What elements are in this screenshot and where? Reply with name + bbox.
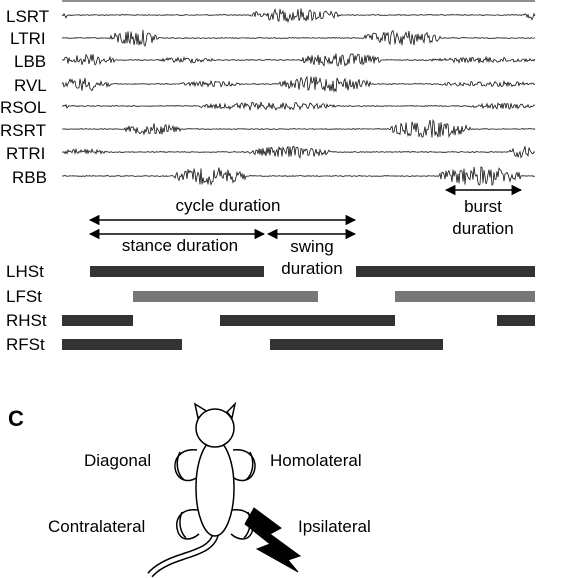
cat-paw-front-left xyxy=(176,451,185,481)
emg-label-rsol: RSOL xyxy=(0,98,46,117)
stance-duration-label: stance duration xyxy=(122,236,238,255)
cat-body xyxy=(195,439,235,537)
cat-paw-hind-left xyxy=(179,511,187,539)
label-diagonal: Diagonal xyxy=(84,451,151,470)
rfst-stance-bar-2 xyxy=(270,339,443,350)
footfall-label-rhst: RHSt xyxy=(6,311,47,330)
emg-trace-lsrt xyxy=(61,7,536,24)
label-homolateral: Homolateral xyxy=(270,451,362,470)
emg-trace-rtri xyxy=(61,145,536,159)
cat-leg-front-left xyxy=(174,449,198,482)
rfst-stance-bar-1 xyxy=(62,339,182,350)
footfall-bars xyxy=(62,266,535,350)
emg-trace-rbb xyxy=(61,166,536,186)
cat-leg-hind-right xyxy=(230,509,254,540)
footfall-labels: LHSt LFSt RHSt RFSt xyxy=(6,262,47,354)
emg-traces xyxy=(61,7,536,186)
emg-label-rvl: RVL xyxy=(14,76,47,95)
cycle-duration-label: cycle duration xyxy=(176,196,281,215)
rhst-stance-bar-2 xyxy=(220,315,395,326)
swing-label-line2: duration xyxy=(281,259,342,278)
emg-label-ltri: LTRI xyxy=(10,29,46,48)
lightning-bolt-icon xyxy=(244,507,302,573)
label-contralateral: Contralateral xyxy=(48,517,145,536)
burst-label-line2: duration xyxy=(452,219,513,238)
emg-label-lsrt: LSRT xyxy=(6,7,49,26)
emg-label-rsrt: RSRT xyxy=(0,121,46,140)
footfall-label-lfst: LFSt xyxy=(6,287,42,306)
lhst-stance-bar-2 xyxy=(356,266,535,277)
cat-paw-front-right xyxy=(245,451,254,481)
footfall-label-rfst: RFSt xyxy=(6,335,45,354)
emg-label-rtri: RTRI xyxy=(6,144,45,163)
rhst-stance-bar-1 xyxy=(62,315,133,326)
rhst-stance-bar-3 xyxy=(497,315,535,326)
emg-labels: LSRT LTRI LBB RVL RSOL RSRT RTRI RBB xyxy=(0,7,49,187)
emg-label-rbb: RBB xyxy=(12,168,47,187)
cat-head xyxy=(195,408,235,448)
emg-trace-lbb xyxy=(61,53,536,67)
panel-c-letter: C xyxy=(8,406,24,431)
cat-drawing xyxy=(147,401,256,578)
emg-trace-rsrt xyxy=(62,118,536,139)
burst-label-line1: burst xyxy=(464,197,502,216)
lhst-stance-bar-1 xyxy=(90,266,264,277)
swing-label-line1: swing xyxy=(290,237,333,256)
cat-leg-hind-left xyxy=(176,509,200,540)
cat-leg-front-right xyxy=(232,449,256,482)
cat-tail-fill xyxy=(148,531,218,577)
emg-label-lbb: LBB xyxy=(14,52,46,71)
emg-trace-ltri xyxy=(61,29,536,48)
lfst-stance-bar-1 xyxy=(133,291,318,302)
footfall-label-lhst: LHSt xyxy=(6,262,44,281)
lfst-stance-bar-2 xyxy=(395,291,535,302)
emg-trace-rsol xyxy=(61,101,536,112)
label-ipsilateral: Ipsilateral xyxy=(298,517,371,536)
emg-trace-rvl xyxy=(61,75,536,93)
